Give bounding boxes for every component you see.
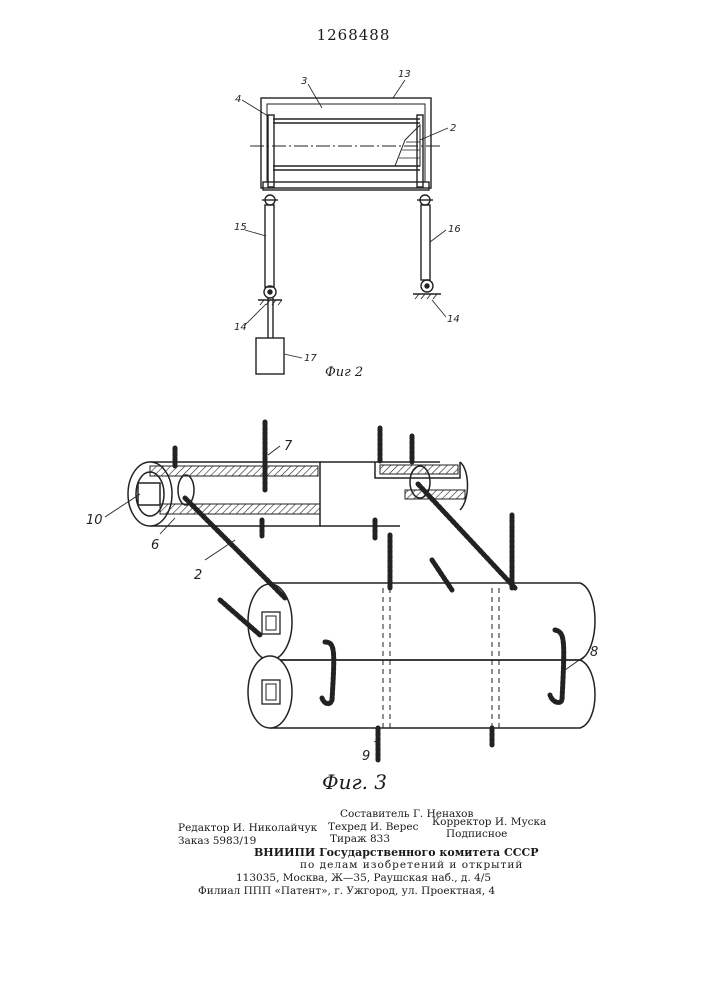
colophon-line-4: Филиал ППП «Патент», г. Ужгород, ул. Про…: [198, 885, 495, 898]
colophon-line-1: ВНИИПИ Государственного комитета СССР: [254, 846, 539, 859]
fig3-label-9: 9: [362, 749, 370, 764]
fig3-label-2: 2: [194, 568, 202, 583]
editor: Редактор И. Николайчук: [178, 822, 317, 835]
fig3-label-10: 10: [86, 513, 103, 528]
fig3-label-7: 7: [284, 439, 293, 454]
subscription: Подписное: [446, 828, 507, 841]
fig3-label-6: 6: [151, 538, 159, 553]
order: Заказ 5983/19: [178, 835, 256, 848]
fig3-label-8: 8: [590, 645, 598, 660]
colophon-line-2: по делам изобретений и открытий: [300, 859, 523, 872]
hook-rebars-8: [322, 630, 564, 704]
lower-tubes: [248, 583, 595, 728]
figure-3-caption: Фиг. 3: [322, 770, 387, 794]
circulation: Тираж 833: [330, 833, 390, 846]
upper-tube-6: [128, 462, 320, 526]
colophon-line-3: 113035, Москва, Ж—35, Раушская наб., д. …: [236, 872, 491, 885]
